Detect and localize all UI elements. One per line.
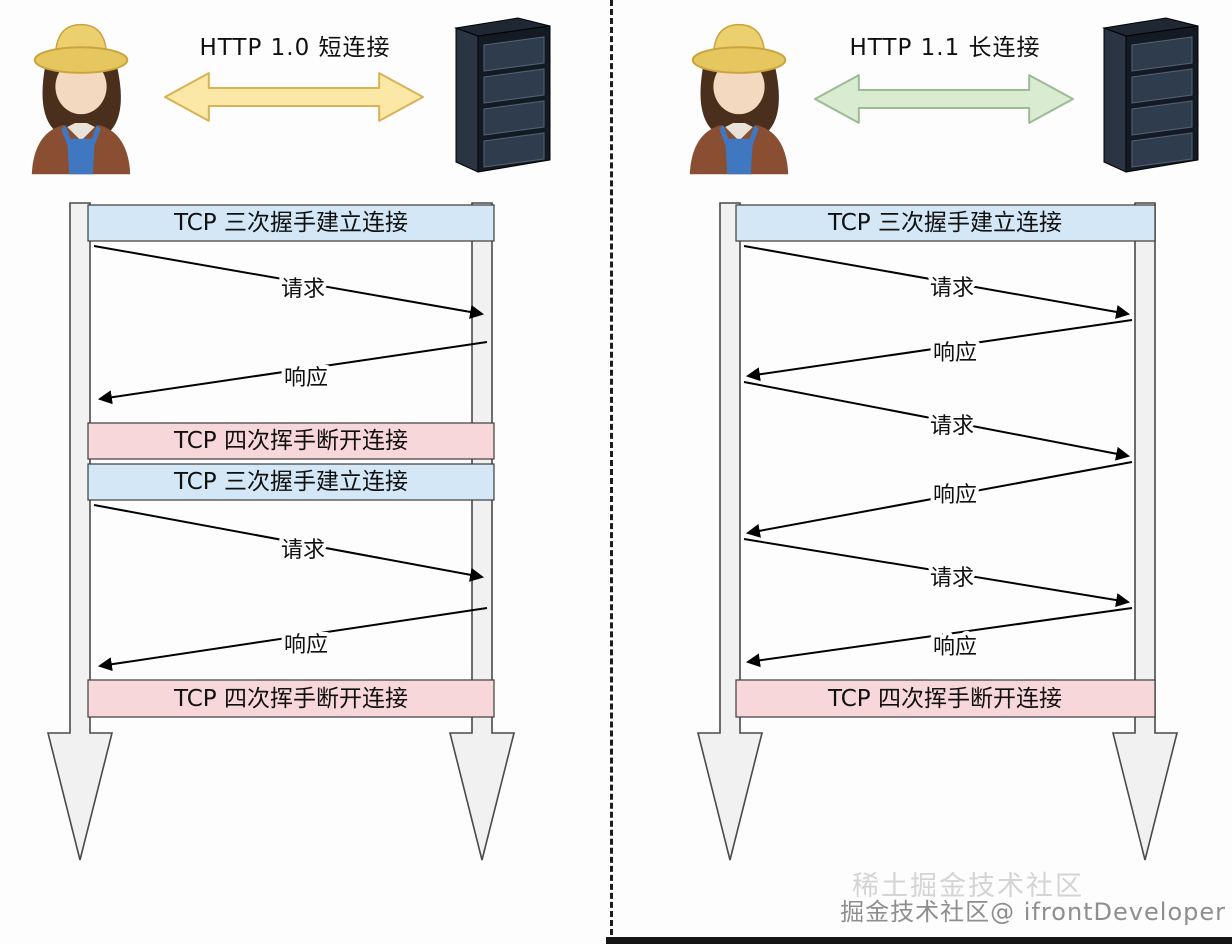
tcp-connect-banner [87,204,495,242]
tcp-disconnect-banner [735,679,1156,718]
response-arrow [97,607,488,672]
response-label: 响应 [933,341,977,366]
request-arrow [743,381,1131,461]
green-double-arrow-icon [813,74,1075,124]
request-arrow [743,538,1131,607]
request-label: 请求 [930,414,974,439]
tcp-connect-banner-label: TCP 三次握手建立连接 [827,210,1062,236]
farmer-avatar-icon [31,23,131,175]
request-arrow [93,504,485,582]
watermark-faint: 稀土掘金技术社区 [852,871,1084,902]
request-label: 请求 [930,276,974,301]
tcp-connect-banner [735,204,1156,242]
panel-divider [610,0,613,944]
response-label: 响应 [284,366,328,391]
request-arrow [93,245,485,319]
tcp-disconnect-banner [87,422,495,460]
left-sequence-diagram: TCP 三次握手建立连接 请求 响应 TCP 四次挥手断开连接 TCP 三次握手… [46,202,516,861]
tcp-connect-banner-label: TCP 三次握手建立连接 [173,469,408,495]
client-lifeline-arrow [46,202,114,861]
response-arrow [97,341,488,405]
request-label: 请求 [281,538,325,563]
yellow-double-arrow-icon [163,72,425,122]
client-lifeline-arrow [696,202,764,861]
tcp-disconnect-banner-label: TCP 四次挥手断开连接 [173,428,408,454]
tcp-disconnect-banner-label: TCP 四次挥手断开连接 [173,686,408,712]
request-arrow [743,245,1131,319]
right-panel-title: HTTP 1.1 长连接 [849,35,1041,61]
response-arrow [745,461,1133,538]
response-arrow [745,319,1133,382]
tcp-disconnect-banner-label: TCP 四次挥手断开连接 [827,686,1062,712]
watermark: 掘金技术社区@ ifrontDeveloper [840,898,1226,926]
response-label: 响应 [933,483,977,508]
response-label: 响应 [933,635,977,660]
tcp-connect-banner [87,463,495,501]
right-sequence-diagram: TCP 三次握手建立连接 请求 响应 请求 响应 请求 响应 TCP 四次挥手断… [696,202,1179,861]
request-label: 请求 [281,277,325,302]
server-tower-icon [454,17,551,173]
server-tower-icon [1102,17,1199,173]
tcp-connect-banner-label: TCP 三次握手建立连接 [173,210,408,236]
request-label: 请求 [930,566,974,591]
bottom-edge-strip [606,937,1232,944]
tcp-disconnect-banner [87,679,495,718]
response-arrow [745,607,1133,668]
server-lifeline-arrow [1111,202,1179,861]
left-panel-title: HTTP 1.0 短连接 [199,35,391,61]
server-lifeline-arrow [448,202,516,861]
response-label: 响应 [284,633,328,658]
farmer-avatar-icon [689,23,789,175]
